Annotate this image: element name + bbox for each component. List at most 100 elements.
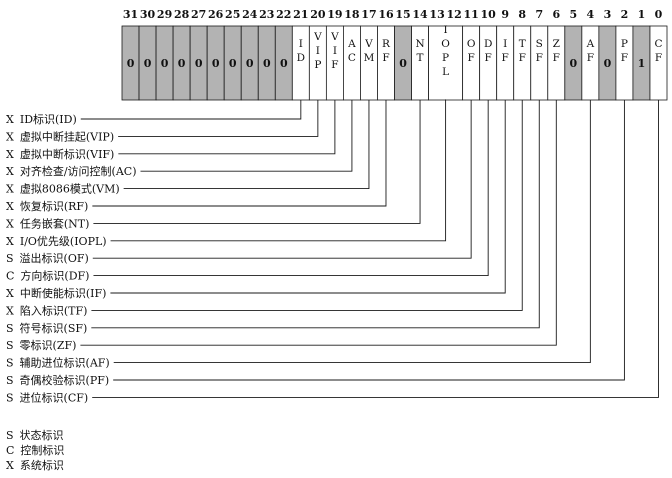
flag-char-20-1: I [316,45,320,57]
flag-type-13: X [6,235,14,248]
bit-number-14: 14 [412,8,428,21]
flag-label-19: X 虚拟中断标识(VIF) [6,147,114,161]
bit-value-30: 0 [144,57,152,70]
leader-line-10 [93,100,489,277]
flag-char-16-0: R [382,38,391,50]
flag-char-2-1: F [621,52,628,64]
bit-number-22: 22 [276,8,291,21]
leader-line-2 [113,100,625,381]
bit-number-19: 19 [327,8,342,21]
flag-name-11: 溢出标识(OF) [20,251,89,265]
flag-char-7-1: F [536,52,543,64]
flag-name-16: 恢复标识(RF) [20,199,89,213]
legend-item-C: C 控制标识 [6,443,64,457]
bit-number-3: 3 [604,8,612,21]
leader-line-21 [80,100,302,120]
bit-value-5: 0 [570,57,578,70]
legend-type-X: X [6,459,14,472]
flag-type-18: X [6,165,14,178]
flag-char-18-1: C [348,52,356,64]
flag-name-17: 虚拟8086模式(VM) [20,182,120,196]
bit-value-29: 0 [161,57,169,70]
flag-label-9: X 中断使能标识(IF) [6,286,106,300]
flag-char-13-1: O [441,38,450,50]
flag-char-19-2: F [331,59,338,71]
legend-label-C: 控制标识 [20,443,64,457]
flag-type-7: S [6,322,14,335]
bit-value-1: 1 [638,57,646,70]
bit-number-30: 30 [140,8,156,21]
flag-char-8-1: F [519,52,526,64]
flag-char-6-0: Z [553,38,560,50]
flag-name-18: 对齐检查/访问控制(AC) [20,164,137,178]
leader-line-20 [118,100,319,137]
bit-number-4: 4 [587,8,595,21]
flag-label-14: X 任务嵌套(NT) [6,217,89,230]
flag-type-20: X [6,130,14,143]
flag-type-11: S [6,252,14,265]
flag-label-16: X 恢复标识(RF) [6,199,88,213]
bit-value-15: 0 [399,57,407,70]
bit-number-16: 16 [378,8,394,21]
flag-char-4-0: A [586,38,595,50]
flag-type-6: S [6,339,14,352]
flag-type-0: S [6,391,14,404]
flag-type-19: X [6,148,14,161]
leader-line-14 [93,100,421,224]
leader-line-17 [123,100,370,190]
legend-type-S: S [6,429,14,442]
flag-type-21: X [6,113,14,126]
flag-name-6: 零标识(ZF) [20,338,77,352]
bit-number-5: 5 [570,8,578,21]
leader-line-8 [91,100,523,311]
flag-type-2: S [6,374,14,387]
flag-name-4: 辅助进位标识(AF) [20,356,110,370]
bit-value-28: 0 [178,57,186,70]
leader-line-16 [92,100,387,207]
flag-name-19: 虚拟中断标识(VIF) [20,147,115,161]
flag-char-19-0: V [330,31,339,43]
flag-type-16: X [6,200,14,213]
flag-char-6-1: F [553,52,560,64]
bit-number-18: 18 [344,8,360,21]
legend-type-C: C [6,444,14,457]
bit-number-20: 20 [310,8,326,21]
flag-name-0: 进位标识(CF) [20,390,89,404]
flag-label-11: S 溢出标识(OF) [6,251,89,265]
bit-value-27: 0 [195,57,203,70]
flag-char-14-1: T [417,52,424,64]
flag-name-7: 符号标识(SF) [20,321,88,335]
flag-name-9: 中断使能标识(IF) [20,286,107,300]
bit-number-26: 26 [208,8,224,21]
flag-name-10: 方向标识(DF) [20,269,89,283]
leader-line-11 [92,100,472,259]
bit-number-6: 6 [552,8,560,21]
flag-char-4-1: F [587,52,594,64]
flag-char-10-0: D [484,38,492,50]
bit-number-24: 24 [242,8,258,21]
flag-char-11-1: F [467,52,474,64]
flag-char-2-0: P [621,38,628,50]
flag-char-0-0: C [654,38,662,50]
leader-line-13 [110,100,447,242]
bit-number-15: 15 [395,8,410,21]
flag-type-9: X [6,287,14,300]
bit-number-31: 31 [123,8,138,21]
flag-type-14: X [6,217,14,230]
flag-char-21-0: I [299,38,303,50]
flag-name-14: 任务嵌套(NT) [20,217,90,230]
flag-char-13-0: I [444,24,448,36]
flag-char-9-0: I [503,38,507,50]
flag-char-17-0: V [364,38,373,50]
bit-value-24: 0 [246,57,254,70]
